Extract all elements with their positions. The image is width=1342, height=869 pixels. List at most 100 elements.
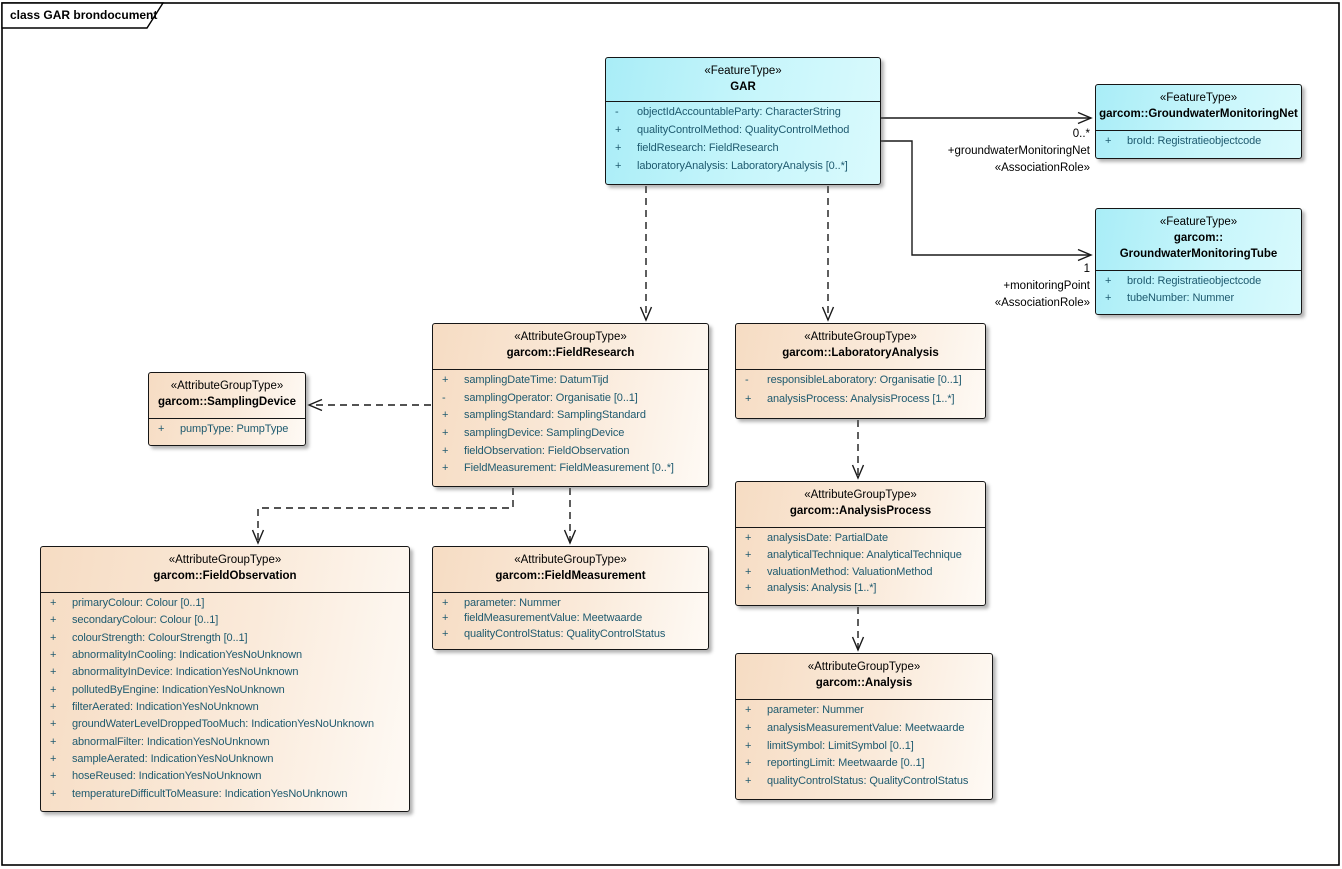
attribute-text: samplingStandard: SamplingStandard [464,409,646,422]
class-fieldObservation[interactable]: «AttributeGroupType»garcom::FieldObserva… [40,546,410,812]
class-name: garcom::AnalysisProcess [789,505,932,517]
attribute-visibility: + [50,597,57,609]
attribute-text: pumpType: PumpType [180,423,289,435]
attribute-text: abnormalFilter: IndicationYesNoUnknown [72,735,270,748]
attribute-visibility: + [745,393,752,405]
class-fieldMeasurement[interactable]: «AttributeGroupType»garcom::FieldMeasure… [432,546,709,650]
attribute-visibility: - [615,106,619,118]
class-samplingDevice[interactable]: «AttributeGroupType»garcom::SamplingDevi… [148,372,306,446]
class-name: garcom::FieldResearch [506,347,635,359]
class-analysisProcess[interactable]: «AttributeGroupType»garcom::AnalysisProc… [735,481,986,606]
attribute-text: primaryColour: Colour [0..1] [72,597,205,609]
attribute-visibility: + [745,739,752,752]
attribute-visibility: - [745,374,749,386]
class-name: garcom:: [1173,232,1224,244]
class-name: garcom::LaboratoryAnalysis [782,347,939,359]
connector-label-line: 0..* [1072,128,1090,140]
class-name: GAR [730,81,756,93]
attribute-text: fieldObservation: FieldObservation [464,444,630,457]
class-header: «AttributeGroupType»garcom::LaboratoryAn… [736,324,985,370]
attribute-text: samplingDevice: SamplingDevice [464,427,625,439]
attribute-text: sampleAerated: IndicationYesNoUnknown [72,753,274,765]
attribute-text: samplingOperator: Organisatie [0..1] [464,391,638,404]
class-analysis[interactable]: «AttributeGroupType»garcom::Analysis+ par… [735,653,993,800]
class-attributes: -objectIdAccountableParty: CharacterStri… [606,102,880,178]
attribute-visibility: + [50,631,57,644]
class-header: «FeatureType»garcom::GroundwaterMonitori… [1096,85,1301,131]
attribute-visibility: + [50,701,57,713]
connector-fieldResearch-fieldObservation[interactable] [257,488,514,543]
attribute-visibility: + [442,597,449,609]
attribute-text: broId: Registratieobjectcode [1127,275,1262,287]
attribute-text: qualityControlMethod: QualityControlMeth… [637,124,850,136]
class-stereotype: «AttributeGroupType» [807,661,921,673]
attribute-text: colourStrength: ColourStrength [0..1] [72,631,248,644]
attribute-visibility: + [442,409,449,422]
class-stereotype: «FeatureType» [1159,92,1238,104]
connector-label-line: +groundwaterMonitoringNet [947,145,1090,157]
class-stereotype: «FeatureType» [1159,216,1238,228]
class-stereotype: «AttributeGroupType» [514,331,627,343]
attribute-visibility: + [442,374,449,386]
class-name: GroundwaterMonitoringTube [1119,248,1278,260]
attribute-text: groundWaterLevelDroppedTooMuch: Indicati… [72,718,374,731]
class-laboratoryAnalysis[interactable]: «AttributeGroupType»garcom::LaboratoryAn… [735,323,986,419]
attribute-text: limitSymbol: LimitSymbol [0..1] [767,739,914,752]
attribute-visibility: + [50,735,57,748]
class-stereotype: «AttributeGroupType» [804,489,917,501]
class-stereotype: «AttributeGroupType» [170,380,284,392]
arrowhead-analysisProcess-analysis [851,636,865,652]
arrowhead-gar-groundwaterMonitoringNet [1077,111,1093,125]
attribute-visibility: + [745,548,752,561]
connector-label-line: «AssociationRole» [994,297,1090,309]
arrowhead-gar-monitoringPoint [1077,248,1093,262]
attribute-text: analysis: Analysis [1..*] [767,582,877,595]
attribute-text: broId: Registratieobjectcode [1127,135,1262,147]
attribute-text: filterAerated: IndicationYesNoUnknown [72,701,259,713]
attribute-text: abnormalityInCooling: IndicationYesNoUnk… [72,649,303,661]
arrowhead-fieldResearch-fieldObservation [251,529,265,545]
attribute-text: analysisDate: PartialDate [767,532,889,544]
class-header: «AttributeGroupType»garcom::FieldObserva… [41,547,409,593]
attribute-visibility: - [442,391,446,404]
class-stereotype: «AttributeGroupType» [804,331,917,343]
class-attributes: +parameter: Nummer+fieldMeasurementValue… [433,593,708,643]
class-fieldResearch[interactable]: «AttributeGroupType»garcom::FieldResearc… [432,323,709,487]
attribute-text: analysisProcess: AnalysisProcess [1..*] [767,393,955,405]
class-header: «AttributeGroupType»garcom::FieldMeasure… [433,547,708,593]
connector-label-gar-groundwaterMonitoringNet: 0..* +groundwaterMonitoringNet «Associatio… [948,126,1090,177]
class-stereotype: «AttributeGroupType» [168,554,282,566]
class-attributes: +broId: Registratieobjectcode+tubeNumber… [1096,271,1301,308]
attribute-text: qualityControlStatus: QualityControlStat… [464,627,666,640]
attribute-text: responsibleLaboratory: Organisatie [0..1… [767,374,962,386]
attribute-text: parameter: Nummer [767,704,864,716]
class-header: «AttributeGroupType»garcom::Analysis [736,654,992,700]
attribute-visibility: + [745,565,752,578]
connector-label-line: «AssociationRole» [994,162,1090,174]
class-gar[interactable]: «FeatureType»GAR-objectIdAccountablePart… [605,57,881,185]
attribute-text: analyticalTechnique: AnalyticalTechnique [767,548,962,561]
attribute-visibility: + [615,160,622,172]
class-attributes: + broId: Registratieobjectcode [1096,131,1301,152]
class-header: «AttributeGroupType»garcom::SamplingDevi… [149,373,305,419]
attribute-text: laboratoryAnalysis: LaboratoryAnalysis [… [637,160,848,172]
attribute-text: fieldMeasurementValue: Meetwaarde [464,612,643,625]
class-header: «FeatureType»GAR [606,58,880,102]
class-groundwaterMonitoringNet[interactable]: «FeatureType»garcom::GroundwaterMonitori… [1095,84,1302,159]
attribute-visibility: + [745,704,752,716]
class-name: garcom::Analysis [815,677,913,689]
attribute-visibility: + [745,757,752,770]
class-header: «FeatureType»garcom::GroundwaterMonitori… [1096,209,1301,271]
attribute-visibility: + [1105,135,1112,147]
attribute-text: parameter: Nummer [464,597,561,609]
attribute-visibility: + [50,666,57,679]
attribute-text: abnormalityInDevice: IndicationYesNoUnkn… [72,666,299,679]
class-attributes: +samplingDateTime: DatumTijd-samplingOpe… [433,370,708,480]
attribute-visibility: + [442,444,449,457]
arrowhead-gar-laboratoryAnalysis [821,306,835,322]
class-attributes: - responsibleLaboratory: Organisatie [0..… [736,370,985,412]
class-name: garcom::GroundwaterMonitoringNet [1099,108,1298,120]
connector-label-gar-monitoringPoint: 1+monitoringPoint«AssociationRole» [995,261,1090,312]
attribute-visibility: + [1105,291,1112,304]
class-groundwaterMonitoringTube[interactable]: «FeatureType»garcom::GroundwaterMonitori… [1095,208,1302,315]
